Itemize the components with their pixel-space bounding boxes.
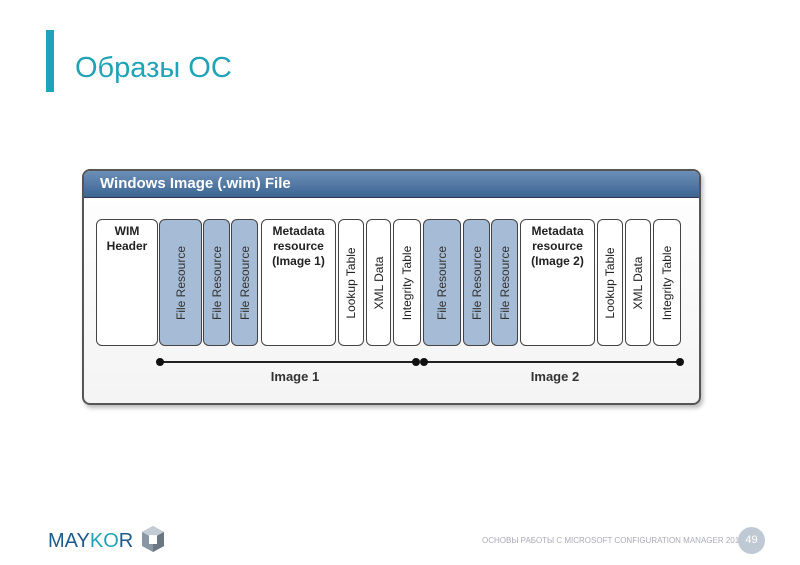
block-file: File Resource (203, 219, 230, 346)
footer-text: ОСНОВЫ РАБОТЫ С MICROSOFT CONFIGURATION … (482, 536, 744, 545)
block-file: File Resource (423, 219, 461, 346)
span-endpoint (412, 358, 420, 366)
block-file: File Resource (491, 219, 518, 346)
block-table: XML Data (366, 219, 391, 346)
block-label: Integrity Table (400, 245, 414, 320)
block-label: File Resource (237, 245, 252, 320)
block-file: File Resource (231, 219, 258, 346)
block-table: XML Data (625, 219, 651, 346)
block-table: Integrity Table (393, 219, 421, 346)
block-label: File Resource (209, 245, 224, 320)
maykor-logo: MAYKOR (48, 530, 134, 552)
image-2-label: Image 2 (530, 369, 580, 384)
image-1-span-line (160, 361, 418, 363)
image-1-label: Image 1 (270, 369, 320, 384)
block-label: Metadata resource (Image 2) (531, 224, 584, 268)
span-endpoint (420, 358, 428, 366)
block-label: File Resource (469, 245, 484, 320)
block-table: Integrity Table (653, 219, 681, 346)
slide-title: Образы ОС (75, 52, 232, 84)
logo-cube-icon (142, 526, 164, 552)
page-number: 49 (738, 527, 765, 554)
block-meta: Metadata resource (Image 2) (520, 219, 595, 346)
block-file: File Resource (159, 219, 202, 346)
block-header: WIM Header (96, 219, 158, 346)
title-accent-bar (46, 30, 54, 92)
block-label: Integrity Table (660, 245, 674, 320)
block-table: Lookup Table (597, 219, 623, 346)
block-label: XML Data (371, 256, 386, 309)
image-2-span-line (424, 361, 680, 363)
block-label: Lookup Table (603, 246, 617, 319)
frame-title: Windows Image (.wim) File (84, 171, 699, 198)
block-label: XML Data (631, 256, 645, 309)
block-label: Metadata resource (Image 1) (272, 224, 325, 268)
block-meta: Metadata resource (Image 1) (261, 219, 336, 346)
block-label: WIM Header (106, 224, 148, 253)
block-label: File Resource (435, 245, 449, 320)
block-label: File Resource (173, 245, 188, 320)
block-file: File Resource (463, 219, 490, 346)
span-endpoint (156, 358, 164, 366)
block-label: Lookup Table (344, 246, 358, 319)
block-label: File Resource (497, 245, 512, 320)
block-table: Lookup Table (338, 219, 364, 346)
span-endpoint (676, 358, 684, 366)
